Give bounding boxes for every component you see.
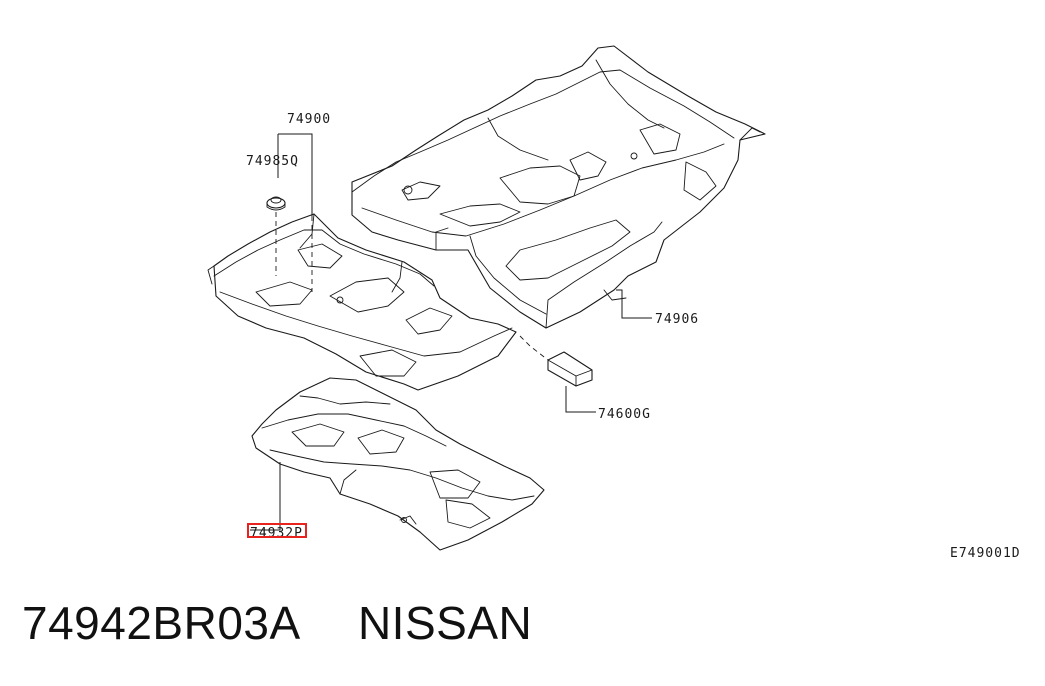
highlight-box (247, 523, 307, 538)
callout-74906: 74906 (655, 312, 699, 327)
brand-name: NISSAN (357, 597, 533, 649)
callout-74932p: 74932P (250, 526, 303, 541)
callout-74900: 74900 (287, 112, 331, 127)
callout-74600g: 74600G (598, 407, 651, 422)
spacer-block (547, 351, 593, 387)
rear-floor-carpet (351, 45, 766, 329)
callout-74985q: 74985Q (246, 154, 299, 169)
figure-code: E749001D (950, 546, 1021, 561)
leader-lines (250, 133, 652, 531)
front-floor-mat (251, 377, 545, 551)
part-number: 74942BR03A (22, 597, 301, 649)
clip-part (266, 196, 286, 211)
caption: 74942BR03A NISSAN (22, 596, 532, 650)
carpet-assembly (207, 213, 517, 391)
